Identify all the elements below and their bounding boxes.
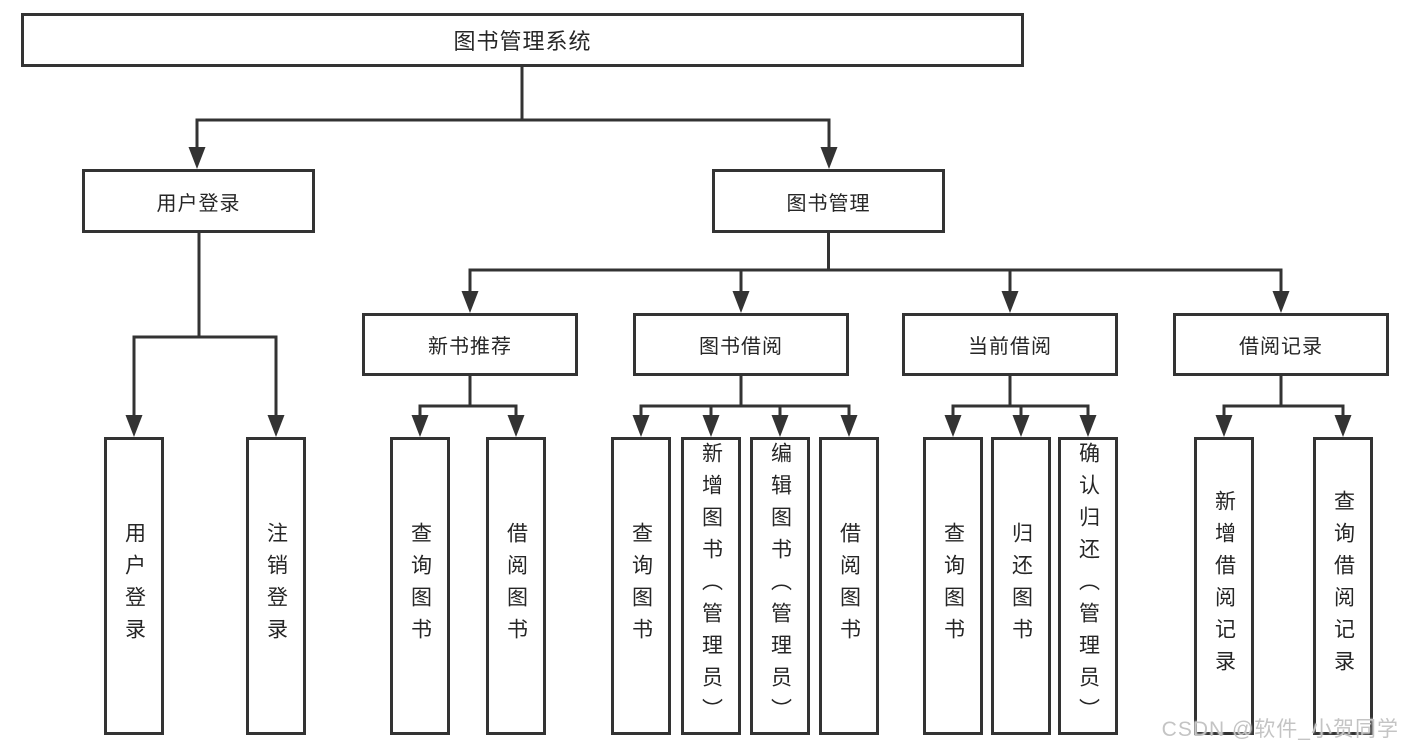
- node-book-management-module: 图书管理: [712, 169, 945, 233]
- leaf-confirm-return-admin-label: 确认归还（管理员）: [1076, 442, 1100, 730]
- node-book-borrow: 图书借阅: [633, 313, 849, 376]
- leaf-user-login: 用户登录: [104, 437, 164, 735]
- leaf-borrow-borrow-books-label: 借阅图书: [837, 522, 861, 650]
- leaf-confirm-return-admin: 确认归还（管理员）: [1058, 437, 1118, 735]
- leaf-add-books-admin-label: 新增图书（管理员）: [699, 442, 723, 730]
- leaf-borrow-query-books-label: 查询图书: [629, 522, 653, 650]
- node-book-borrow-label: 图书借阅: [699, 336, 783, 358]
- leaf-edit-books-admin: 编辑图书（管理员）: [750, 437, 810, 735]
- node-borrow-records-label: 借阅记录: [1239, 336, 1323, 358]
- leaf-add-borrow-record-label: 新增借阅记录: [1212, 490, 1236, 682]
- leaf-add-borrow-record: 新增借阅记录: [1194, 437, 1254, 735]
- node-book-management-module-label: 图书管理: [786, 192, 871, 215]
- leaf-logout-label: 注销登录: [264, 522, 288, 650]
- arrowhead-icons: [125, 147, 1352, 437]
- node-current-borrow-label: 当前借阅: [968, 336, 1052, 358]
- node-library-management-system: 图书管理系统: [21, 13, 1024, 67]
- node-user-login-module-label: 用户登录: [156, 192, 241, 215]
- leaf-recommend-query-books-label: 查询图书: [408, 522, 432, 650]
- leaf-edit-books-admin-label: 编辑图书（管理员）: [768, 442, 792, 730]
- leaf-recommend-borrow-books-label: 借阅图书: [504, 522, 528, 650]
- leaf-query-borrow-record: 查询借阅记录: [1313, 437, 1373, 735]
- leaf-borrow-query-books: 查询图书: [611, 437, 671, 735]
- leaf-logout: 注销登录: [246, 437, 306, 735]
- node-new-book-recommend-label: 新书推荐: [428, 336, 512, 358]
- leaf-query-borrow-record-label: 查询借阅记录: [1331, 490, 1355, 682]
- leaf-current-query-books-label: 查询图书: [941, 522, 965, 650]
- leaf-recommend-query-books: 查询图书: [390, 437, 450, 735]
- leaf-return-books: 归还图书: [991, 437, 1051, 735]
- edge-lines: [132, 67, 1345, 418]
- leaf-return-books-label: 归还图书: [1009, 522, 1033, 650]
- leaf-add-books-admin: 新增图书（管理员）: [681, 437, 741, 735]
- csdn-watermark: CSDN @软件_小贺同学: [1161, 718, 1399, 741]
- leaf-borrow-borrow-books: 借阅图书: [819, 437, 879, 735]
- node-borrow-records: 借阅记录: [1173, 313, 1389, 376]
- leaf-current-query-books: 查询图书: [923, 437, 983, 735]
- node-user-login-module: 用户登录: [82, 169, 315, 233]
- leaf-user-login-label: 用户登录: [122, 522, 146, 650]
- node-library-management-system-label: 图书管理系统: [453, 29, 592, 54]
- node-new-book-recommend: 新书推荐: [362, 313, 578, 376]
- leaf-recommend-borrow-books: 借阅图书: [486, 437, 546, 735]
- node-current-borrow: 当前借阅: [902, 313, 1118, 376]
